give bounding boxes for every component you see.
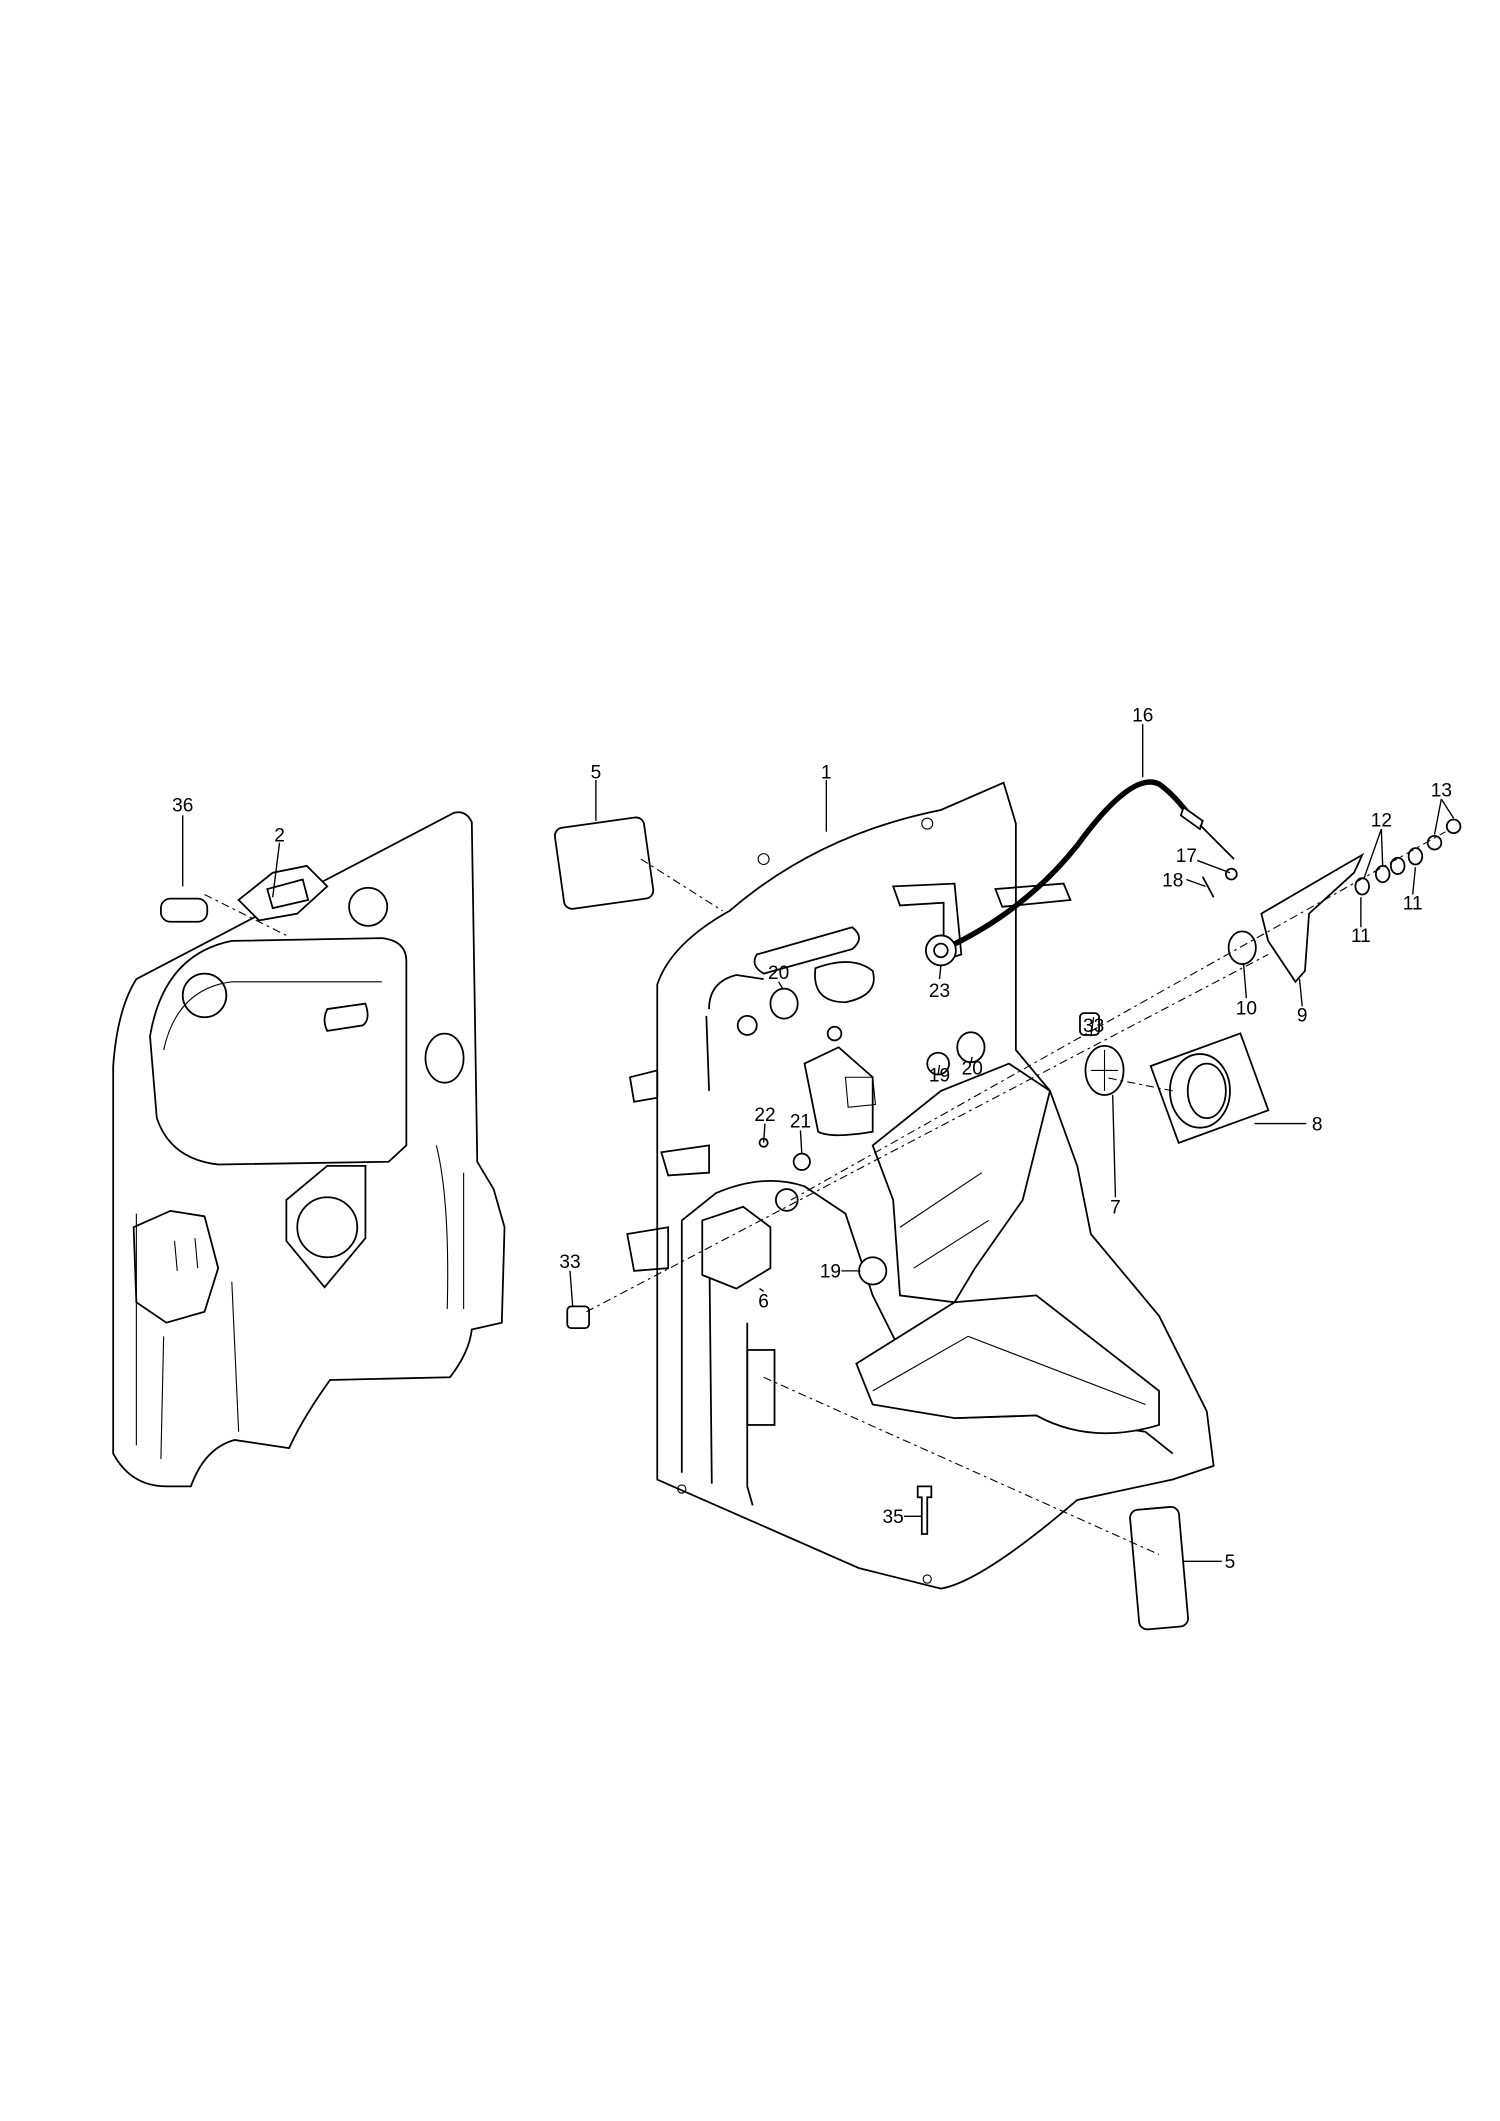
callout-2: 2 bbox=[274, 825, 285, 846]
washer-part-10 bbox=[1227, 930, 1257, 965]
callout-6: 6 bbox=[758, 1292, 769, 1313]
main-panel-part-1 bbox=[626, 781, 1215, 1590]
callout-20-left: 20 bbox=[768, 963, 789, 984]
pad-part-6 bbox=[701, 1205, 772, 1290]
callout-11-left: 11 bbox=[1351, 926, 1371, 947]
callout-7: 7 bbox=[1110, 1198, 1121, 1219]
callout-17: 17 bbox=[1176, 846, 1197, 867]
callout-11-right: 11 bbox=[1403, 894, 1423, 915]
callout-8: 8 bbox=[1312, 1114, 1323, 1135]
decal-part-5-bottom bbox=[1129, 1506, 1189, 1631]
bushing-part-33-lower bbox=[566, 1305, 590, 1330]
callout-36: 36 bbox=[172, 795, 193, 816]
boot-part-8 bbox=[1149, 1032, 1270, 1145]
callout-10: 10 bbox=[1236, 999, 1257, 1020]
callout-1: 1 bbox=[821, 763, 832, 784]
callout-21: 21 bbox=[790, 1112, 811, 1133]
callout-19-upper: 19 bbox=[929, 1065, 950, 1086]
callout-19-lower: 19 bbox=[820, 1262, 841, 1283]
callout-23: 23 bbox=[929, 981, 950, 1002]
callout-22: 22 bbox=[754, 1105, 775, 1126]
decal-part-5-top bbox=[553, 816, 655, 910]
callout-5-top: 5 bbox=[591, 763, 602, 784]
bracket-part-9 bbox=[1260, 852, 1365, 984]
callout-35: 35 bbox=[883, 1507, 904, 1528]
callout-20-right: 20 bbox=[962, 1059, 983, 1080]
callout-18: 18 bbox=[1162, 870, 1183, 891]
callout-9: 9 bbox=[1297, 1005, 1308, 1026]
callout-16: 16 bbox=[1132, 705, 1153, 726]
cable-part-16 bbox=[939, 779, 1189, 953]
callout-33-upper: 33 bbox=[1083, 1016, 1104, 1037]
callout-13: 13 bbox=[1431, 780, 1452, 801]
rear-panel-part-2 bbox=[112, 811, 506, 1488]
callout-33-lower: 33 bbox=[559, 1252, 580, 1273]
callout-12: 12 bbox=[1371, 810, 1392, 831]
plug-part-36 bbox=[160, 897, 209, 923]
callout-5-bottom: 5 bbox=[1225, 1552, 1236, 1573]
